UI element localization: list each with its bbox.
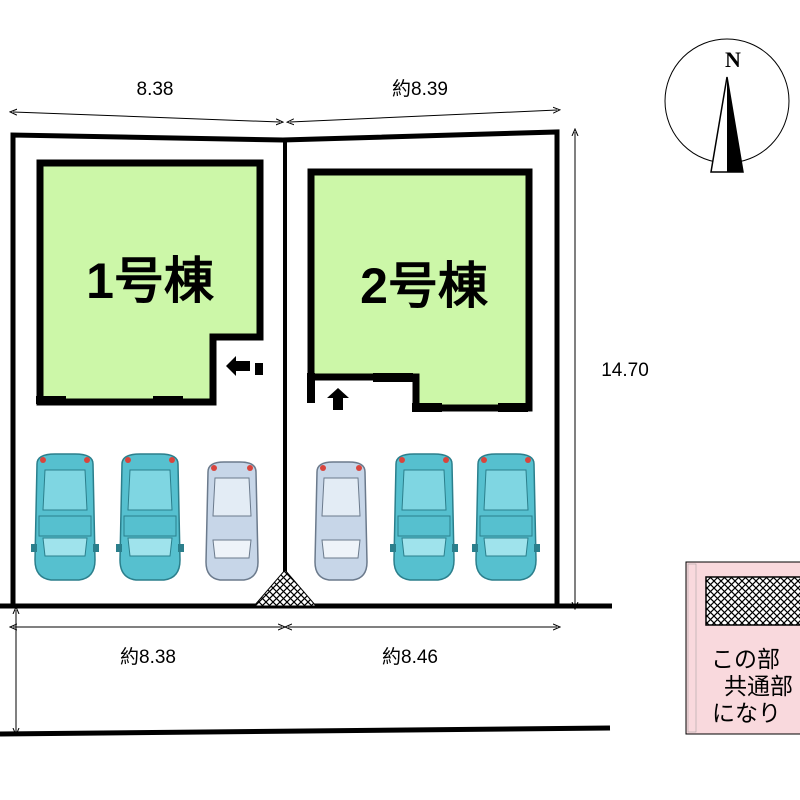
building-2-label: 2号棟 [360,258,489,314]
north-compass-icon: N [664,38,790,173]
dim-right-side: 14.70 [601,360,649,381]
parked-car-icon [205,461,259,581]
parked-car-icon [115,453,185,581]
legend-hatch-swatch [705,576,800,626]
legend-line-2: 共通部 [724,673,793,699]
parked-car-icon [389,453,459,581]
legend-line-3: になり [712,700,781,726]
shared-area-hatch [252,569,318,607]
building-1: 1号棟 [36,159,264,406]
compass-north-label: N [725,47,741,72]
legend-line-1: この部 [711,646,780,672]
dim-bottom-left: 約8.38 [120,646,176,668]
building-2: 2号棟 [307,168,533,412]
dim-top-left: 8.38 [137,79,174,100]
parked-car-icon [314,461,368,581]
building-1-label: 1号棟 [86,253,215,309]
parked-car-icon [30,453,100,581]
dim-bottom-right: 約8.46 [382,646,438,668]
dimension-lines [13,110,575,732]
legend-box: この部 共通部 になり [685,561,800,735]
entrance-arrow-icon [226,356,250,376]
entrance-arrow-icon [327,388,349,410]
parked-car-icon [471,453,541,581]
dim-top-right: 約8.39 [392,78,448,100]
